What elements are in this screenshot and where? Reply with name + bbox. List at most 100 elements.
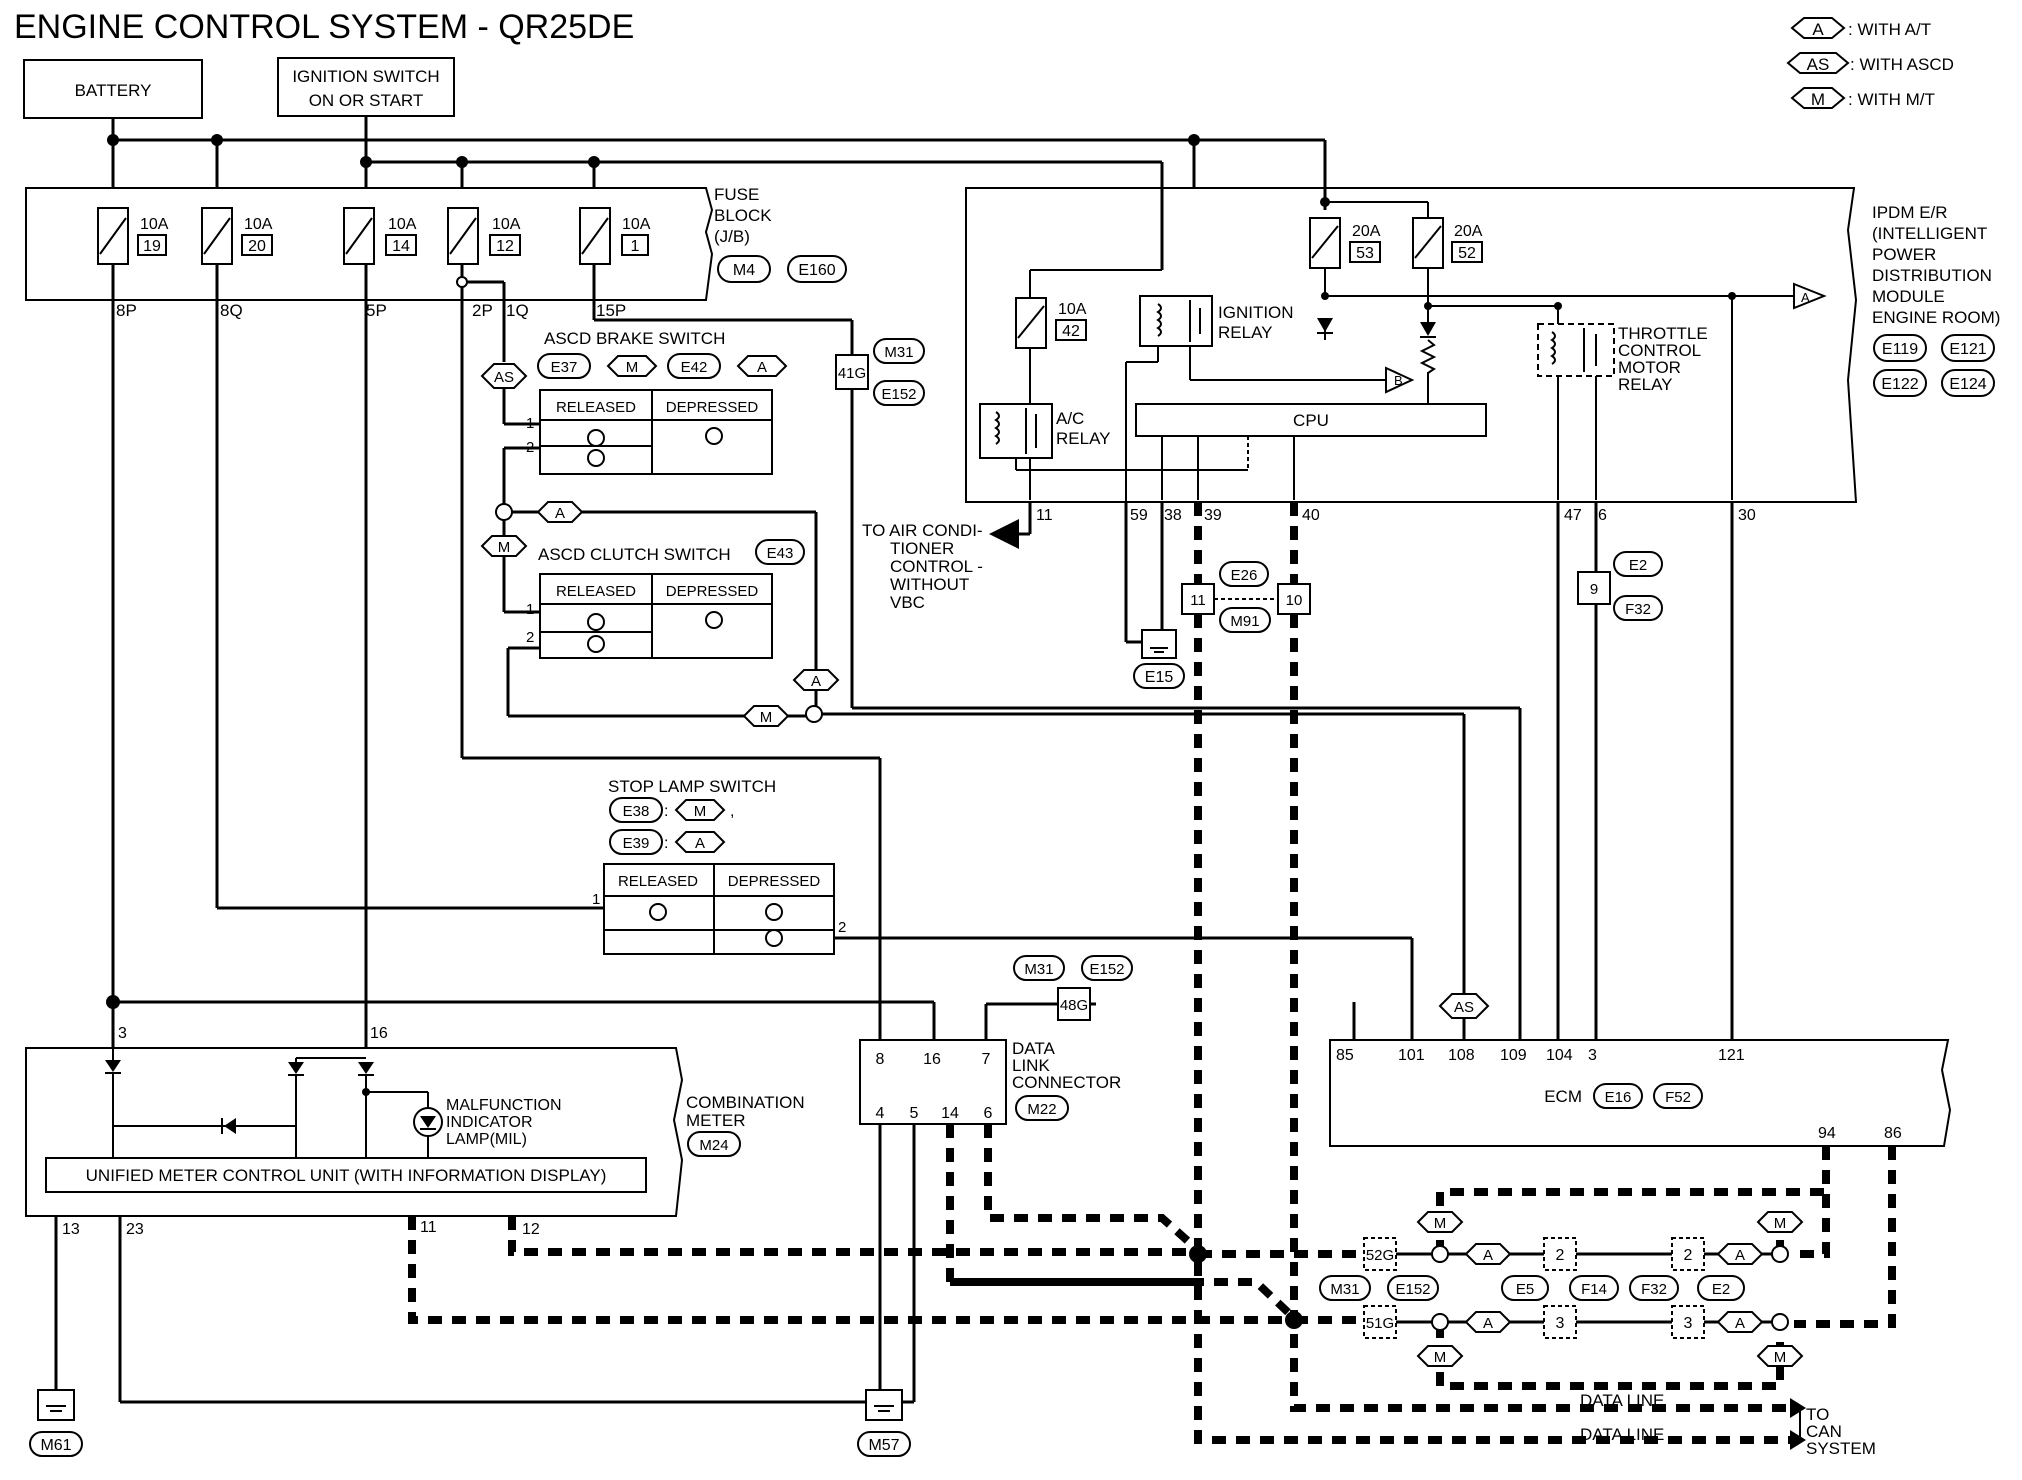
tag-a-clutch: A: [811, 673, 821, 690]
ignition-label-1: IGNITION SWITCH: [292, 67, 439, 86]
svg-text:E122: E122: [1881, 376, 1918, 393]
battery-box: [23, 59, 203, 119]
svg-text:MODULE: MODULE: [1872, 287, 1945, 306]
cpu-box: [1135, 403, 1487, 437]
svg-text:M: M: [1434, 1215, 1447, 1232]
svg-text:RELAY: RELAY: [1618, 375, 1673, 394]
data-line-label-2: DATA LINE: [1580, 1425, 1664, 1444]
svg-text:42: 42: [1062, 323, 1080, 340]
ground-m61: M61: [40, 1437, 71, 1454]
svg-text:LAMP(MIL): LAMP(MIL): [446, 1131, 527, 1148]
ascd-clutch-title: ASCD CLUTCH SWITCH: [538, 545, 731, 564]
svg-text:RELEASED: RELEASED: [556, 583, 636, 600]
tag-as-brake: AS: [494, 369, 514, 386]
svg-text:8Q: 8Q: [220, 301, 243, 320]
svg-text:12: 12: [522, 1221, 540, 1238]
svg-text:CPU: CPU: [1293, 411, 1329, 430]
svg-text:2: 2: [1684, 1247, 1693, 1264]
to-can-2: CAN: [1806, 1422, 1842, 1441]
svg-text:E26: E26: [1231, 567, 1258, 584]
air-con-label-1: TO AIR CONDI-: [862, 521, 983, 540]
svg-text:2P: 2P: [472, 301, 493, 320]
fuse-block-fuses: 10A 19 10A 20 10A 14 10A 12 10A 1: [97, 207, 651, 265]
svg-text:59: 59: [1130, 507, 1148, 524]
svg-text:16: 16: [370, 1025, 388, 1042]
unified-meter-label: UNIFIED METER CONTROL UNIT (WITH INFORMA…: [86, 1166, 607, 1185]
svg-text:E119: E119: [1882, 341, 1918, 358]
svg-text:85: 85: [1336, 1047, 1354, 1064]
svg-text:E121: E121: [1949, 341, 1986, 358]
legend: A : WITH A/T AS : WITH ASCD M : WITH M/T: [1786, 17, 1954, 109]
svg-text:10A: 10A: [622, 216, 651, 233]
svg-text:52G: 52G: [1366, 1247, 1394, 1264]
ecm: [1329, 1039, 1952, 1147]
stop-lamp-title: STOP LAMP SWITCH: [608, 777, 776, 796]
ascd-clutch-switch: RELEASED DEPRESSED: [539, 573, 773, 659]
svg-text:7: 7: [982, 1051, 991, 1068]
svg-text:8P: 8P: [116, 301, 137, 320]
battery-label: BATTERY: [75, 81, 152, 100]
svg-text:20A: 20A: [1454, 223, 1483, 240]
svg-text:F14: F14: [1581, 1281, 1607, 1298]
svg-text:F52: F52: [1665, 1089, 1691, 1106]
fuse-block-conn-e160: E160: [798, 262, 835, 279]
svg-text:E43: E43: [767, 545, 794, 562]
svg-text:10A: 10A: [244, 216, 273, 233]
svg-text:11: 11: [1036, 507, 1053, 524]
svg-text:THROTTLE: THROTTLE: [1618, 324, 1708, 343]
svg-text:9: 9: [1590, 581, 1598, 598]
svg-text:DEPRESSED: DEPRESSED: [666, 399, 759, 416]
svg-text:108: 108: [1448, 1047, 1475, 1064]
svg-text:M31: M31: [1024, 961, 1053, 978]
svg-text:RELAY: RELAY: [1056, 429, 1111, 448]
svg-text:A: A: [1801, 290, 1810, 305]
ground-e15: E15: [1145, 669, 1174, 686]
fuse-block-label-2: BLOCK: [714, 206, 772, 225]
ac-relay: [979, 403, 1053, 459]
svg-text:E124: E124: [1949, 376, 1986, 393]
ecm-label: ECM: [1544, 1087, 1582, 1106]
svg-text:M22: M22: [1027, 1101, 1056, 1118]
svg-text:M: M: [1774, 1215, 1787, 1232]
svg-text:M: M: [694, 803, 707, 820]
svg-text:41G: 41G: [838, 365, 866, 382]
legend-tag-a: A: [1812, 20, 1824, 39]
tag-m-clutch: M: [760, 709, 773, 726]
svg-text:6: 6: [1598, 507, 1607, 524]
svg-text:104: 104: [1546, 1047, 1573, 1064]
svg-text:3: 3: [1684, 1315, 1693, 1332]
svg-text:METER: METER: [686, 1111, 746, 1130]
connector-41g: [835, 354, 869, 390]
svg-text:A: A: [1483, 1247, 1493, 1264]
data-line-label-1: DATA LINE: [1580, 1391, 1664, 1410]
svg-text:A: A: [1735, 1315, 1745, 1332]
svg-text:20A: 20A: [1352, 223, 1381, 240]
svg-text:E2: E2: [1629, 557, 1647, 574]
ipdm-er: [965, 187, 1858, 503]
svg-text:101: 101: [1398, 1047, 1425, 1064]
svg-text:3: 3: [118, 1025, 127, 1042]
svg-text:LINK: LINK: [1012, 1056, 1050, 1075]
ignition-label-2: ON OR START: [309, 91, 424, 110]
svg-text:A: A: [1483, 1315, 1493, 1332]
svg-text:INDICATOR: INDICATOR: [446, 1114, 533, 1131]
svg-text:E152: E152: [1395, 1281, 1430, 1298]
svg-text:23: 23: [126, 1221, 144, 1238]
svg-text:CONNECTOR: CONNECTOR: [1012, 1073, 1121, 1092]
svg-text:4: 4: [876, 1105, 885, 1122]
svg-text:IPDM E/R: IPDM E/R: [1872, 203, 1948, 222]
svg-text:E39: E39: [623, 835, 650, 852]
page-title: ENGINE CONTROL SYSTEM - QR25DE: [14, 8, 634, 46]
svg-text:5P: 5P: [366, 301, 387, 320]
svg-text:(INTELLIGENT: (INTELLIGENT: [1872, 224, 1987, 243]
svg-text:A: A: [757, 359, 767, 376]
svg-text:39: 39: [1204, 507, 1222, 524]
svg-text:11: 11: [1190, 592, 1206, 609]
svg-text:10: 10: [1286, 592, 1303, 609]
svg-text:3: 3: [1556, 1315, 1565, 1332]
ignition-relay: [1139, 295, 1213, 347]
svg-text:IGNITION: IGNITION: [1218, 303, 1294, 322]
svg-text:3: 3: [1588, 1047, 1597, 1064]
